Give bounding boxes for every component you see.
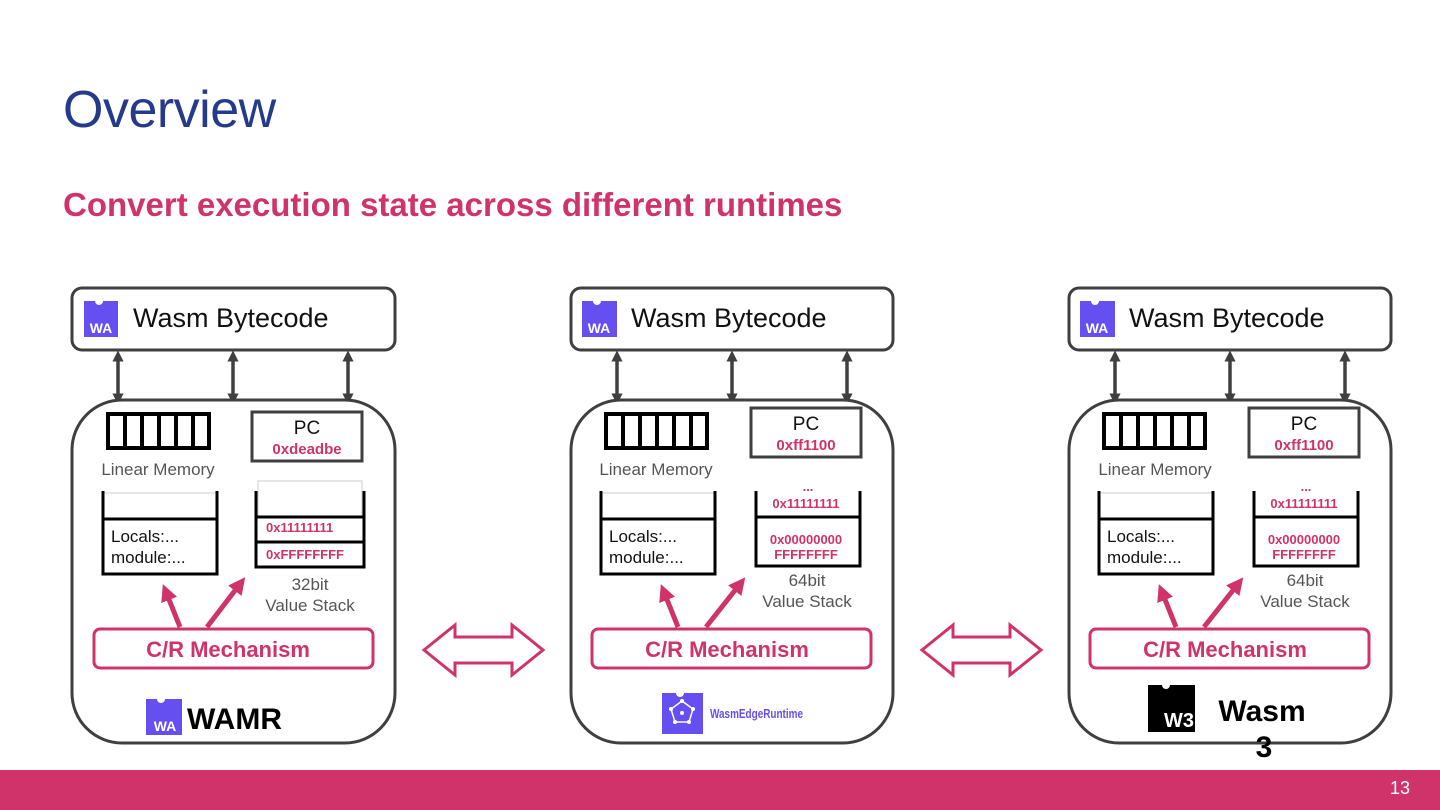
svg-text:WA: WA	[154, 718, 177, 734]
call-stack: Locals:... module:...	[1097, 491, 1215, 576]
value-stack: 0x11111111 0xFFFFFFFF	[254, 480, 366, 569]
value-stack-label: Value Stack	[762, 592, 852, 611]
value-stack: ... 0x11111111 0x00000000 FFFFFFFF	[1252, 479, 1360, 568]
wasm-logo-icon: WA	[1080, 301, 1115, 337]
runtime-name: WasmEdgeRuntime	[710, 706, 803, 721]
pc-box	[250, 410, 364, 463]
double-arrow-icon	[919, 621, 1044, 679]
stack-value: FFFFFFFF	[774, 547, 838, 562]
state-capture-arrow	[1157, 584, 1179, 628]
wasm-logo-icon: WA	[582, 301, 617, 337]
cr-mechanism-label: C/R Mechanism	[645, 637, 809, 662]
runtime-panel-wasmedge: WA Wasm Bytecode Linear Memory PC 0xff11…	[569, 286, 895, 745]
wasm3-logo-icon: W3	[1148, 685, 1195, 732]
frame-module: module:...	[1107, 548, 1182, 567]
frame-module: module:...	[609, 548, 684, 567]
stack-width-label: 64bit	[789, 571, 826, 590]
runtime-name: Wasm	[1218, 695, 1305, 728]
footer-bar: 13	[0, 770, 1440, 810]
pc-label: PC	[793, 414, 819, 435]
stack-width-label: 64bit	[1287, 571, 1324, 590]
bytecode-label: Wasm Bytecode	[631, 303, 827, 333]
stack-ellipsis: ...	[803, 479, 814, 494]
stack-ellipsis: ...	[1301, 479, 1312, 494]
runtime-name: WAMR	[187, 703, 282, 736]
value-stack-label: Value Stack	[265, 596, 355, 615]
stack-value: FFFFFFFF	[1272, 547, 1336, 562]
page-number: 13	[1389, 778, 1410, 798]
pc-value: 0xff1100	[776, 437, 835, 454]
state-capture-arrow	[704, 577, 746, 629]
cr-mechanism-box	[92, 627, 375, 670]
linear-memory-label: Linear Memory	[599, 460, 713, 479]
linear-memory-label: Linear Memory	[1098, 460, 1212, 479]
bytecode-box	[70, 286, 397, 352]
stack-value: 0x11111111	[772, 496, 839, 511]
cr-mechanism-box	[590, 627, 873, 670]
state-capture-arrow	[1202, 577, 1244, 629]
bytecode-label: Wasm Bytecode	[133, 303, 329, 333]
page-subtitle: Convert execution state across different…	[63, 186, 843, 223]
pc-label: PC	[294, 418, 320, 439]
stack-value: 0x11111111	[266, 520, 333, 535]
wasmedge-logo-icon	[662, 693, 703, 734]
svg-text:W3: W3	[1164, 710, 1194, 732]
wamr-logo-icon: WA	[146, 699, 182, 735]
frame-module: module:...	[111, 548, 186, 567]
pc-box	[749, 406, 863, 459]
memory-chip-icon	[1102, 412, 1207, 450]
double-arrow-icon	[421, 621, 546, 679]
pc-box	[1247, 406, 1361, 459]
stack-value: 0x00000000	[1268, 532, 1340, 547]
cr-mechanism-label: C/R Mechanism	[1143, 637, 1307, 662]
memory-chip-icon	[604, 412, 709, 450]
value-stack-label: Value Stack	[1260, 592, 1350, 611]
state-capture-arrow	[205, 577, 246, 629]
page-title: Overview	[63, 81, 276, 139]
bytecode-box	[1067, 286, 1393, 352]
frame-locals: Locals:...	[1107, 527, 1175, 546]
memory-chip-icon	[106, 412, 211, 450]
frame-locals: Locals:...	[111, 527, 179, 546]
cr-mechanism-label: C/R Mechanism	[146, 637, 310, 662]
stack-value: 0x00000000	[770, 532, 842, 547]
pc-label: PC	[1291, 414, 1317, 435]
svg-text:WA: WA	[588, 320, 611, 336]
stack-width-label: 32bit	[292, 575, 329, 594]
wasm-logo-icon: WA	[84, 301, 118, 337]
stack-value: 0x11111111	[1270, 496, 1337, 511]
runtime-panel-wamr: WA Wasm Bytecode Linear Memory PC 0xdead…	[70, 286, 397, 745]
stack-value: 0xFFFFFFFF	[266, 547, 344, 562]
svg-text:WA: WA	[90, 320, 113, 336]
pc-value: 0xdeadbe	[272, 441, 341, 458]
cr-mechanism-box	[1088, 627, 1371, 670]
bytecode-label: Wasm Bytecode	[1129, 303, 1325, 333]
pc-value: 0xff1100	[1274, 437, 1333, 454]
runtime-panel-wasm3: WA Wasm Bytecode Linear Memory PC 0xff11…	[1067, 286, 1393, 764]
call-stack: Locals:... module:...	[599, 491, 717, 576]
frame-locals: Locals:...	[609, 527, 677, 546]
state-capture-arrow	[659, 584, 681, 628]
runtime-diagram: WA Wasm Bytecode Linear Memory PC 0xdead…	[70, 286, 1393, 764]
linear-memory-label: Linear Memory	[101, 460, 215, 479]
value-stack: ... 0x11111111 0x00000000 FFFFFFFF	[754, 479, 862, 568]
bytecode-box	[569, 286, 895, 352]
svg-text:WA: WA	[1086, 320, 1109, 336]
runtime-name-suffix: 3	[1256, 731, 1273, 764]
call-stack: Locals:... module:...	[101, 491, 219, 576]
state-capture-arrow	[161, 584, 183, 628]
